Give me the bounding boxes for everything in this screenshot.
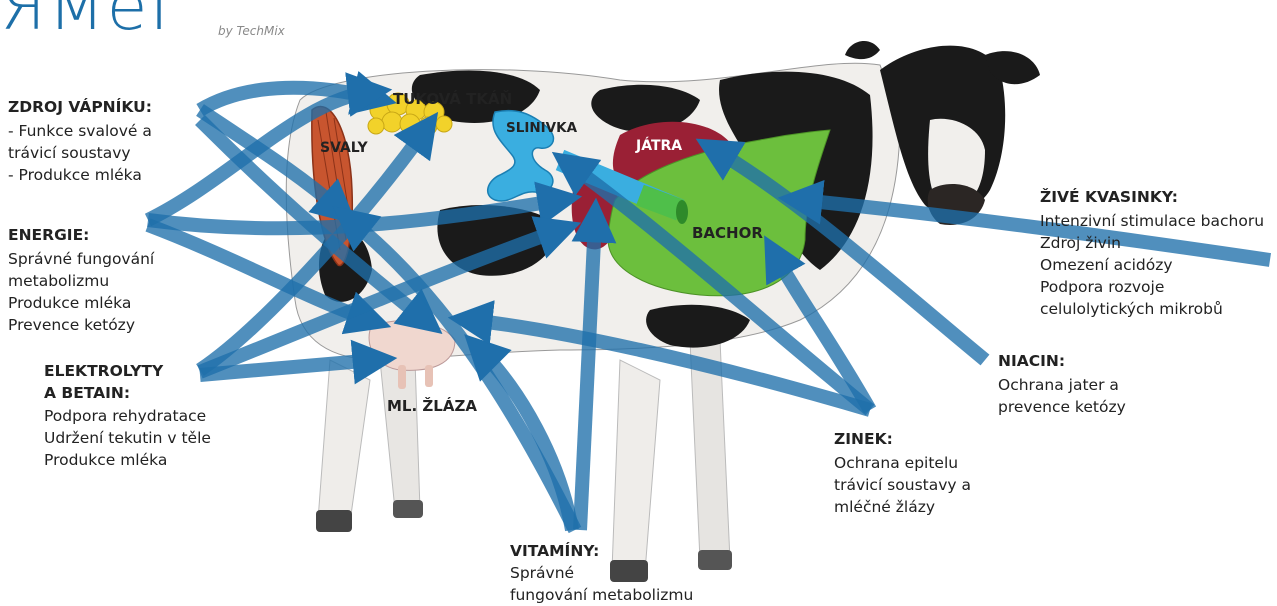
organ-label-liver: JÁTRA [636, 138, 682, 154]
electrolytes-title: ELEKTROLYTY A BETAIN: [44, 360, 163, 404]
zinc-body: Ochrana epitelu trávicí soustavy a mléčn… [834, 452, 971, 518]
zinc-title: ZINEK: [834, 428, 893, 450]
brand-logo: ЯMeI [0, 0, 171, 45]
energy-body: Správné fungování metabolizmu Produkce m… [8, 248, 154, 336]
organ-label-muscles: SVALY [320, 140, 368, 156]
vitamins-title: VITAMÍNY: [510, 540, 599, 562]
calcium-title: ZDROJ VÁPNÍKU: [8, 96, 152, 118]
yeast-body: Intenzivní stimulace bachoru Zdroj živin… [1040, 210, 1264, 320]
electrolytes-body: Podpora rehydratace Udržení tekutin v tě… [44, 405, 211, 471]
organ-label-pancreas: SLINIVKA [506, 120, 577, 136]
brand-byline: by TechMix [218, 24, 285, 38]
vitamins-body: Správné fungování metabolizmu [510, 562, 693, 606]
organ-label-udder: ML. ŽLÁZA [387, 397, 477, 415]
niacin-title: NIACIN: [998, 350, 1065, 372]
niacin-body: Ochrana jater a prevence ketózy [998, 374, 1126, 418]
organ-label-fat: TUKOVÁ TKÁŇ [393, 90, 512, 108]
organ-label-rumen: BACHOR [692, 224, 763, 242]
calcium-body: - Funkce svalové a trávicí soustavy - Pr… [8, 120, 152, 186]
energy-title: ENERGIE: [8, 224, 89, 246]
yeast-title: ŽIVÉ KVASINKY: [1040, 186, 1178, 208]
